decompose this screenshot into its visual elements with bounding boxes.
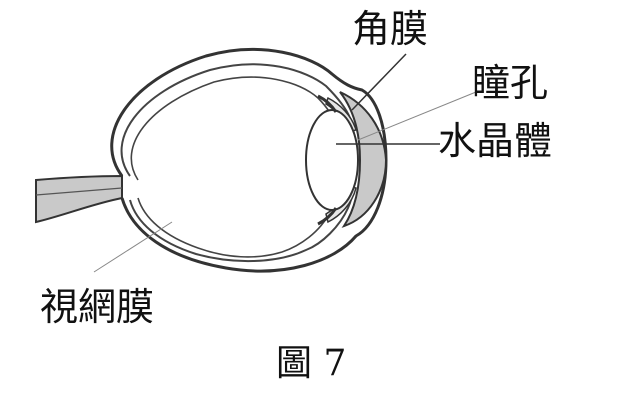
- lens: [305, 109, 359, 211]
- label-cornea: 角膜: [352, 7, 429, 51]
- cornea: [339, 91, 388, 228]
- leader-line-retina: [93, 221, 173, 273]
- figure-caption: 圖 7: [276, 343, 347, 384]
- optic-nerve: [35, 174, 123, 224]
- sclera: [110, 48, 388, 273]
- leader-line-cornea: [351, 53, 407, 111]
- optic-nerve-line: [35, 187, 123, 196]
- label-lens: 水晶體: [438, 119, 553, 163]
- ciliary-body-upper: [317, 94, 338, 113]
- label-retina: 視網膜: [40, 285, 155, 329]
- leader-line-pupil: [357, 91, 477, 141]
- label-pupil: 瞳孔: [472, 61, 549, 105]
- ciliary-body-lower: [317, 207, 338, 226]
